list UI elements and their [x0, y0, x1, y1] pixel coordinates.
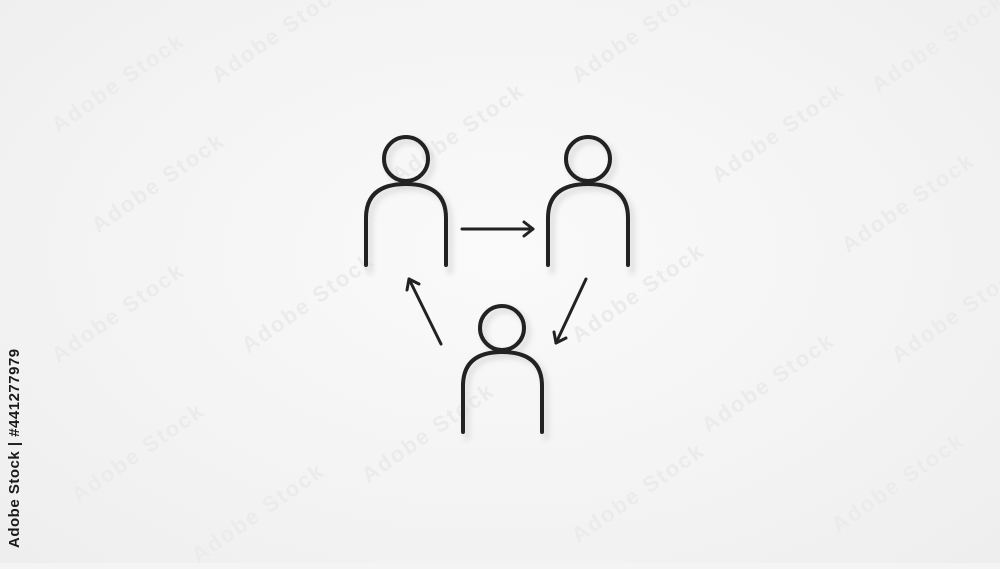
- person-icon: [364, 135, 448, 267]
- person-icon: [461, 304, 544, 434]
- arrow-up-left-icon: [405, 277, 443, 346]
- arrow-down-left-icon: [552, 277, 588, 345]
- stock-id-label: Adobe Stock | #441277979: [6, 348, 23, 548]
- arrow-right-icon: [460, 220, 535, 238]
- person-icon: [546, 135, 630, 267]
